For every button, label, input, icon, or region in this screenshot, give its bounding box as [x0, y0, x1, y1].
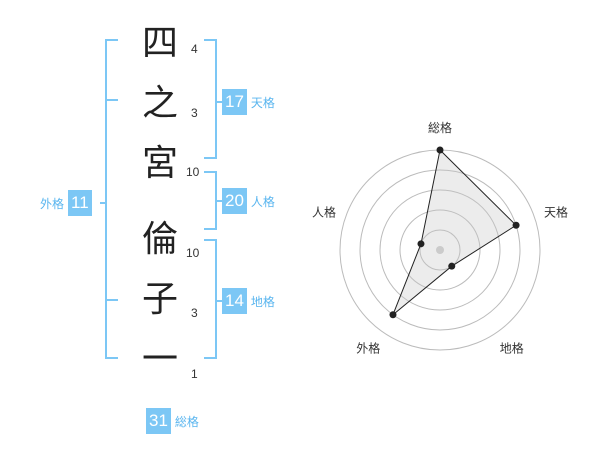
radar-axis-label-3: 地格 [500, 341, 524, 356]
radar-point-5 [417, 240, 425, 248]
chikaku-label: 地格 [250, 294, 275, 309]
soukaku-badge: 31 総格 [146, 408, 199, 434]
stroke-count-3: 10 [186, 165, 200, 179]
tenkaku-label: 天格 [250, 95, 275, 110]
jinkaku-label: 人格 [250, 194, 275, 209]
name-char-3: 宮 [141, 143, 178, 184]
soukaku-label: 総格 [174, 414, 199, 429]
radar-ring-2 [399, 209, 481, 291]
radar-point-3 [448, 262, 456, 270]
name-char-1: 四 [141, 23, 178, 64]
jinkaku-value: 20 [222, 188, 247, 214]
gaikaku-label: 外格 [40, 196, 65, 211]
tenkaku-value: 17 [222, 89, 247, 115]
gaikaku-bracket [105, 39, 118, 359]
radar-axis-label-2: 天格 [544, 204, 568, 219]
name-char-4: 倫 [141, 219, 178, 260]
radar-ring-4 [359, 169, 521, 331]
radar-axis-label-5: 人格 [312, 204, 336, 219]
tenkaku-badge: 17 天格 [222, 89, 275, 115]
radar-center [436, 246, 444, 254]
stroke-count-6: 1 [191, 367, 198, 381]
stroke-count-5: 3 [191, 306, 198, 320]
name-char-5: 子 [141, 279, 178, 320]
chikaku-bracket [204, 239, 217, 359]
soukaku-value: 31 [146, 408, 171, 434]
gaikaku-value: 11 [68, 190, 92, 216]
jinkaku-badge: 20 人格 [222, 188, 275, 214]
name-char-2: 之 [141, 83, 178, 124]
stroke-count-1: 4 [191, 42, 198, 56]
radar-ring-1 [419, 229, 461, 271]
chikaku-badge: 14 地格 [222, 288, 275, 314]
radar-axis-label-4: 外格 [356, 341, 380, 356]
chikaku-value: 14 [222, 288, 247, 314]
tenkaku-bracket [204, 39, 217, 159]
stroke-count-4: 10 [186, 246, 200, 260]
radar-axis-label-1: 総格 [428, 120, 452, 135]
name-char-6: 一 [141, 339, 178, 380]
radar-point-2 [512, 221, 520, 229]
stroke-count-2: 3 [191, 106, 198, 120]
radar-ring-3 [379, 189, 501, 311]
radar-point-4 [389, 311, 397, 319]
gaikaku-badge: 外格 11 [40, 190, 92, 216]
radar-polygon [392, 148, 517, 316]
radar-point-1 [436, 146, 444, 154]
